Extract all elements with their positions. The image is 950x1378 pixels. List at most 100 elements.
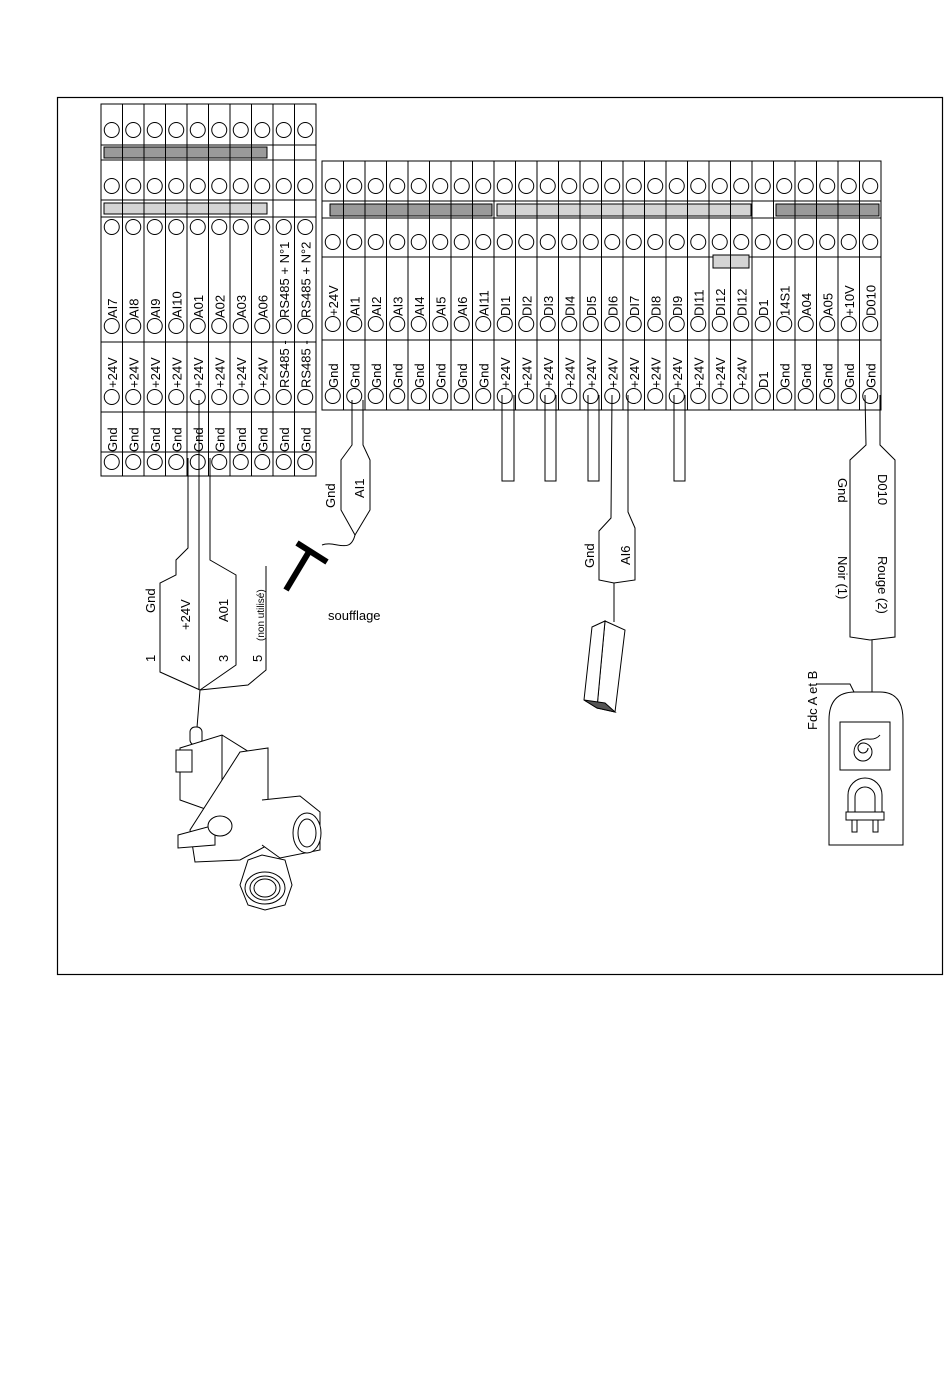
terminal-screw[interactable] (389, 178, 406, 194)
terminal-screw[interactable] (776, 316, 793, 332)
terminal-screw[interactable] (211, 219, 228, 235)
terminal-screw[interactable] (367, 234, 384, 250)
terminal-screw[interactable] (146, 122, 163, 138)
terminal-screw[interactable] (297, 178, 314, 194)
terminal-screw[interactable] (711, 234, 728, 250)
terminal-screw[interactable] (410, 178, 427, 194)
terminal-screw[interactable] (189, 122, 206, 138)
terminal-screw[interactable] (711, 388, 728, 404)
terminal-screw[interactable] (711, 178, 728, 194)
terminal-screw[interactable] (125, 454, 142, 470)
terminal-screw[interactable] (346, 178, 363, 194)
terminal-screw[interactable] (189, 219, 206, 235)
terminal-screw[interactable] (518, 178, 535, 194)
terminal-screw[interactable] (733, 234, 750, 250)
terminal-screw[interactable] (410, 234, 427, 250)
terminal-screw[interactable] (819, 234, 836, 250)
terminal-screw[interactable] (862, 178, 879, 194)
terminal-screw[interactable] (189, 389, 206, 405)
terminal-screw[interactable] (432, 178, 449, 194)
terminal-screw[interactable] (539, 178, 556, 194)
terminal-screw[interactable] (189, 454, 206, 470)
terminal-screw[interactable] (625, 316, 642, 332)
terminal-screw[interactable] (754, 178, 771, 194)
terminal-screw[interactable] (125, 122, 142, 138)
terminal-screw[interactable] (539, 234, 556, 250)
terminal-screw[interactable] (776, 234, 793, 250)
terminal-screw[interactable] (346, 234, 363, 250)
terminal-screw[interactable] (582, 316, 599, 332)
terminal-screw[interactable] (518, 316, 535, 332)
terminal-screw[interactable] (862, 316, 879, 332)
terminal-screw[interactable] (254, 178, 271, 194)
terminal-screw[interactable] (254, 219, 271, 235)
terminal-screw[interactable] (518, 234, 535, 250)
terminal-screw[interactable] (297, 219, 314, 235)
terminal-screw[interactable] (862, 234, 879, 250)
terminal-screw[interactable] (168, 454, 185, 470)
terminal-screw[interactable] (410, 388, 427, 404)
terminal-screw[interactable] (168, 389, 185, 405)
terminal-screw[interactable] (324, 316, 341, 332)
terminal-screw[interactable] (453, 234, 470, 250)
terminal-screw[interactable] (582, 388, 599, 404)
terminal-screw[interactable] (690, 388, 707, 404)
terminal-screw[interactable] (389, 234, 406, 250)
terminal-screw[interactable] (189, 318, 206, 334)
terminal-screw[interactable] (211, 389, 228, 405)
terminal-screw[interactable] (561, 388, 578, 404)
terminal-screw[interactable] (733, 316, 750, 332)
terminal-screw[interactable] (346, 316, 363, 332)
terminal-screw[interactable] (453, 388, 470, 404)
terminal-screw[interactable] (297, 318, 314, 334)
terminal-screw[interactable] (232, 318, 249, 334)
terminal-screw[interactable] (389, 316, 406, 332)
terminal-screw[interactable] (690, 178, 707, 194)
terminal-screw[interactable] (754, 316, 771, 332)
terminal-screw[interactable] (496, 234, 513, 250)
terminal-screw[interactable] (582, 234, 599, 250)
terminal-screw[interactable] (168, 178, 185, 194)
terminal-screw[interactable] (125, 318, 142, 334)
terminal-screw[interactable] (367, 178, 384, 194)
terminal-screw[interactable] (797, 234, 814, 250)
terminal-screw[interactable] (232, 178, 249, 194)
terminal-screw[interactable] (539, 316, 556, 332)
terminal-screw[interactable] (539, 388, 556, 404)
terminal-screw[interactable] (103, 318, 120, 334)
terminal-screw[interactable] (690, 316, 707, 332)
terminal-screw[interactable] (453, 178, 470, 194)
terminal-screw[interactable] (668, 388, 685, 404)
terminal-screw[interactable] (604, 316, 621, 332)
terminal-screw[interactable] (518, 388, 535, 404)
terminal-screw[interactable] (275, 122, 292, 138)
terminal-screw[interactable] (146, 389, 163, 405)
terminal-screw[interactable] (232, 389, 249, 405)
terminal-screw[interactable] (103, 178, 120, 194)
terminal-screw[interactable] (475, 234, 492, 250)
terminal-screw[interactable] (254, 318, 271, 334)
terminal-screw[interactable] (125, 389, 142, 405)
terminal-screw[interactable] (754, 234, 771, 250)
terminal-screw[interactable] (475, 178, 492, 194)
terminal-screw[interactable] (819, 388, 836, 404)
terminal-screw[interactable] (475, 316, 492, 332)
terminal-screw[interactable] (604, 234, 621, 250)
terminal-screw[interactable] (625, 234, 642, 250)
terminal-screw[interactable] (367, 316, 384, 332)
terminal-screw[interactable] (840, 234, 857, 250)
terminal-screw[interactable] (496, 316, 513, 332)
terminal-screw[interactable] (432, 316, 449, 332)
terminal-screw[interactable] (776, 388, 793, 404)
terminal-screw[interactable] (146, 454, 163, 470)
terminal-screw[interactable] (168, 219, 185, 235)
terminal-screw[interactable] (840, 388, 857, 404)
terminal-screw[interactable] (711, 316, 728, 332)
terminal-screw[interactable] (168, 318, 185, 334)
terminal-screw[interactable] (668, 178, 685, 194)
terminal-screw[interactable] (582, 178, 599, 194)
terminal-screw[interactable] (324, 388, 341, 404)
terminal-screw[interactable] (324, 178, 341, 194)
terminal-screw[interactable] (103, 122, 120, 138)
terminal-screw[interactable] (297, 389, 314, 405)
